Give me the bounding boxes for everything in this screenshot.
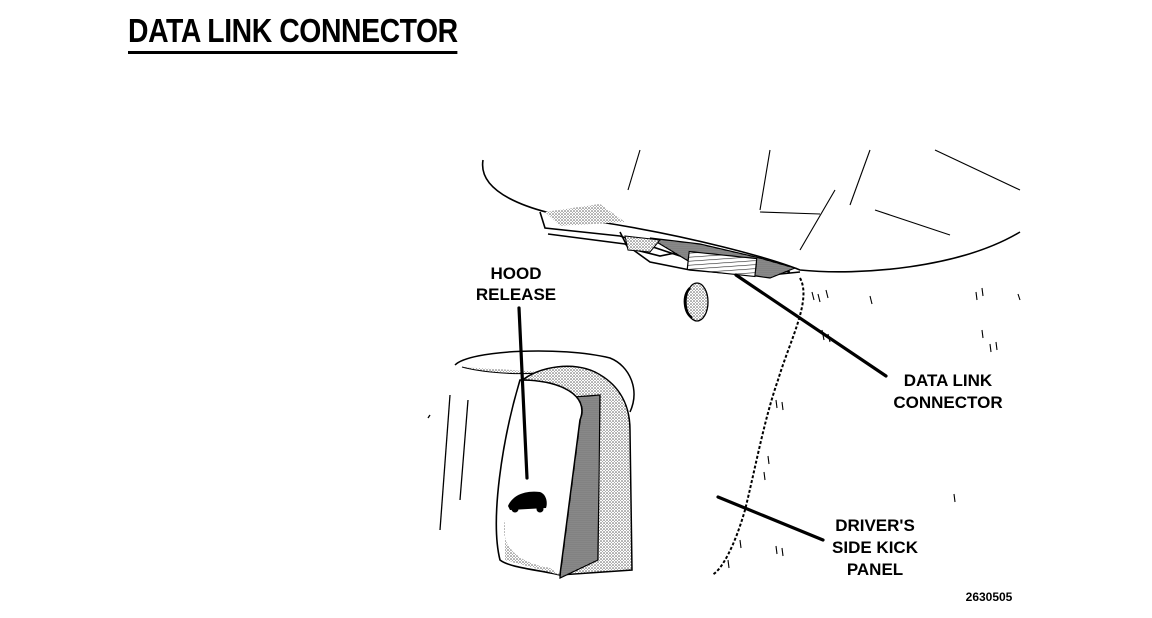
label-data-link-connector: DATA LINK CONNECTOR bbox=[893, 371, 1002, 412]
data-link-connector-icon bbox=[686, 250, 758, 278]
door-edge-lines bbox=[427, 394, 469, 531]
svg-text:CONNECTOR: CONNECTOR bbox=[893, 393, 1002, 412]
svg-text:DRIVER'S: DRIVER'S bbox=[835, 516, 915, 535]
svg-text:DATA LINK: DATA LINK bbox=[904, 371, 993, 390]
hood-release-lever bbox=[454, 350, 635, 579]
grommet-icon bbox=[683, 282, 709, 322]
svg-text:PANEL: PANEL bbox=[847, 560, 903, 579]
svg-text:RELEASE: RELEASE bbox=[476, 285, 556, 304]
label-hood-release: HOOD RELEASE bbox=[476, 264, 556, 304]
label-kick-panel: DRIVER'S SIDE KICK PANEL bbox=[832, 516, 919, 579]
svg-text:SIDE KICK: SIDE KICK bbox=[832, 538, 919, 557]
page-title: DATA LINK CONNECTOR bbox=[128, 12, 458, 54]
svg-text:HOOD: HOOD bbox=[491, 264, 542, 283]
kick-panel-edge bbox=[711, 277, 805, 576]
figure-number: 2630505 bbox=[966, 590, 1013, 604]
leader-lines bbox=[517, 273, 888, 542]
car-hood-icon bbox=[508, 491, 547, 513]
